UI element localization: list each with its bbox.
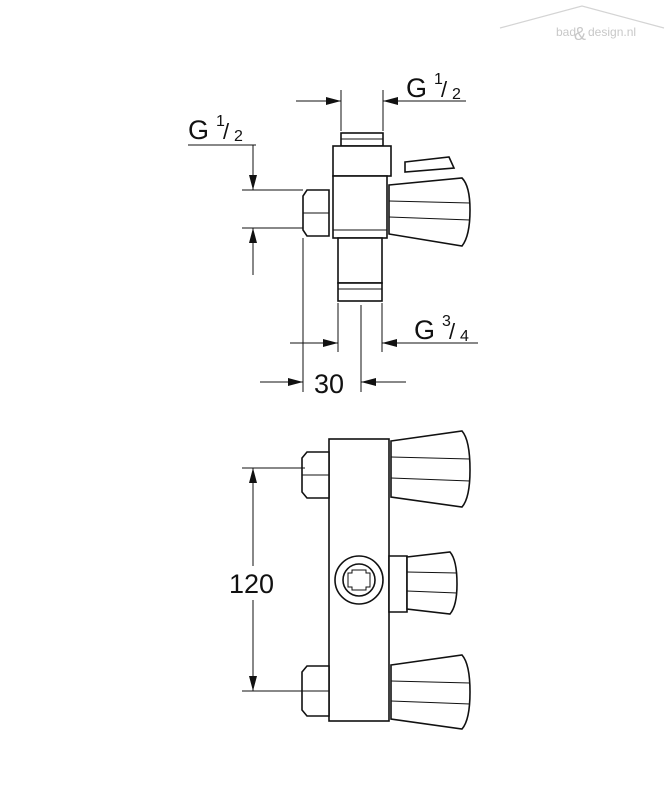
side-small-knob [404,156,456,173]
side-handle-rib-2 [388,216,471,221]
dim-width: 30 [260,238,406,399]
side-handle [388,177,471,247]
front-mid-knob [406,551,458,615]
front-center-port-inner [342,563,376,597]
dim-top-left-den: 2 [234,128,243,145]
dim-top-right-g: G [406,73,427,103]
side-view: G 1 / 2 G 1 / 2 G 3 [188,71,478,399]
dim-top-right-num: 1 [434,71,443,88]
top-collar [332,145,392,177]
bottom-outlet-nipple [337,282,383,302]
dim-side-inlet: G 1 / 2 [188,113,303,275]
dim-bottom-right-slash: / [449,319,456,344]
dim-top-left-g: G [188,115,209,145]
front-mid-knob-stem [388,555,408,613]
dim-height: 120 [228,467,305,692]
front-bottom-handle [390,654,471,730]
lower-spout [337,237,383,284]
watermark-ampersand: & [574,24,586,44]
watermark-text-a: bad [556,25,576,39]
side-handle-rib-1 [388,200,471,204]
dim-top-left-slash: / [223,119,230,144]
front-view: 120 [228,430,471,730]
front-center-port-cross [347,569,371,591]
watermark-logo: bad & design.nl [499,5,665,44]
watermark-text-b: design.nl [588,25,636,39]
dim-top-outlet: G 1 / 2 [296,71,466,131]
valve-body [332,175,388,239]
dim-top-right-slash: / [441,77,448,102]
dim-top-right-den: 2 [452,86,461,103]
dim-bottom-outlet: G 3 / 4 [290,303,478,352]
dim-top-left-num: 1 [216,113,225,130]
dim-width-label: 30 [314,369,344,399]
dim-height-label: 120 [229,569,274,599]
dim-bottom-right-den: 4 [460,328,469,345]
dim-bottom-right-g: G [414,315,435,345]
dim-bottom-right-num: 3 [442,313,451,330]
front-top-handle [390,430,471,508]
